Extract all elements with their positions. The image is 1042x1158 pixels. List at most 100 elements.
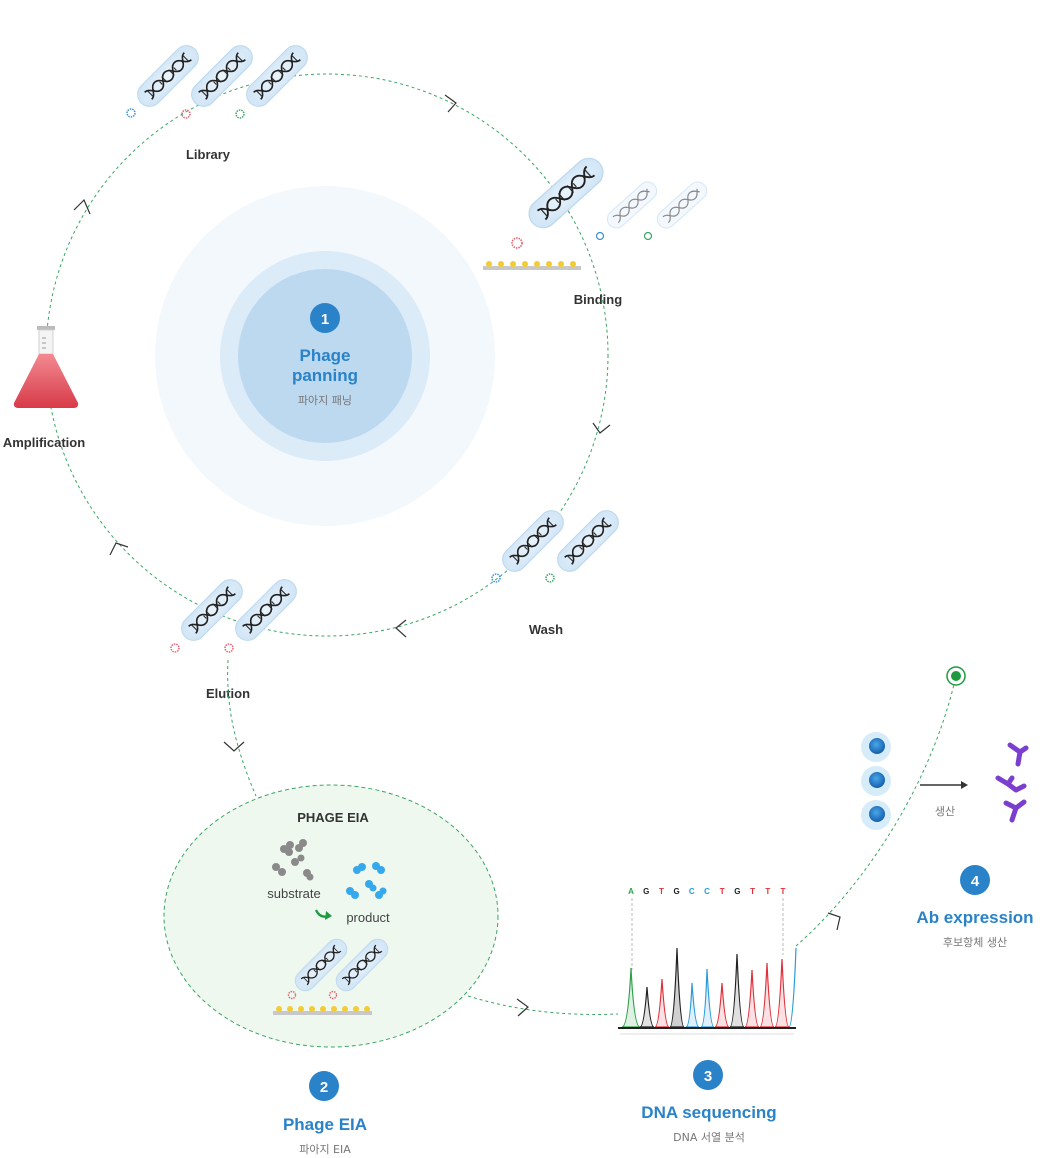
panning-title-line2: panning (292, 366, 358, 385)
substrate-molecules (272, 839, 314, 881)
cell-nucleus-1 (869, 738, 885, 754)
expression-title: Ab expression (916, 908, 1033, 927)
antibody-icon-1 (1007, 742, 1029, 767)
sequence-letter: A (628, 887, 634, 896)
tag-blue (491, 573, 501, 583)
tag-blue (126, 108, 136, 118)
tag-red (170, 643, 180, 653)
endpoint-marker (946, 666, 966, 686)
flask-icon (13, 326, 79, 408)
eia-antigens (276, 1006, 370, 1012)
wash-illustration (491, 504, 625, 583)
sequence-letter: T (765, 887, 770, 896)
tag-blue (595, 231, 605, 241)
antibody-icons (995, 742, 1029, 823)
step-library-label: Library (186, 147, 231, 162)
path-sequencing-to-expression (795, 675, 957, 947)
sequence-letter: T (750, 887, 755, 896)
tag-red (511, 237, 523, 249)
production-arrowhead-icon (961, 781, 968, 789)
peak-a (621, 967, 641, 1028)
cycle-direction-arrows (73, 94, 611, 638)
panning-subtitle: 파아지 패닝 (298, 394, 352, 407)
peak-c (685, 982, 700, 1028)
binding-plate (483, 266, 581, 270)
peak-t4 (759, 962, 775, 1028)
arrow-sequencing-to-expression (827, 912, 841, 931)
sequencing-subtitle: DNA 서열 분석 (673, 1131, 745, 1144)
arrow-wash-to-elution (395, 619, 407, 638)
conversion-arrowhead-icon (325, 911, 332, 920)
production-label: 생산 (935, 805, 955, 818)
eia-title: Phage EIA (283, 1115, 367, 1134)
step-binding-label: Binding (574, 292, 622, 307)
binding-antigens (486, 261, 576, 267)
step-4-number: 4 (971, 873, 980, 890)
binding-phage-faint-1 (603, 177, 661, 233)
panning-title-line1: Phage (299, 346, 350, 365)
substrate-label: substrate (267, 886, 320, 901)
tag-red (224, 643, 234, 653)
binding-phage-bound (522, 151, 610, 235)
sequence-letter: G (673, 887, 679, 896)
arrow-elution-to-amplification (109, 542, 129, 556)
elution-phage-1 (175, 573, 249, 647)
phage-panning-center: 1 Phage panning 파아지 패닝 (155, 186, 495, 526)
product-molecules (346, 862, 387, 899)
cell-nucleus-2 (869, 772, 885, 788)
peak-g3 (729, 953, 745, 1028)
step-elution-label: Elution (206, 686, 250, 701)
sequencing-title: DNA sequencing (641, 1103, 776, 1122)
expression-cells (861, 732, 891, 830)
tag-red (328, 990, 338, 1000)
antibody-icon-3 (1003, 799, 1027, 823)
step-3-badge (693, 1060, 723, 1090)
wash-phage-1 (496, 504, 570, 578)
step-1-badge (310, 303, 340, 333)
step-2-badge (309, 1071, 339, 1101)
arrow-library-to-binding (444, 94, 457, 113)
eia-subtitle: 파아지 EIA (299, 1143, 351, 1156)
elution-illustration (170, 573, 303, 653)
arrow-eia-to-sequencing (516, 998, 529, 1017)
library-phages (126, 39, 314, 119)
library-phage-2 (185, 39, 259, 113)
step-3-number: 3 (704, 1068, 712, 1085)
wash-phage-2 (551, 504, 625, 578)
library-phage-3 (240, 39, 314, 113)
arrow-amplification-to-library (73, 198, 91, 215)
eia-header: PHAGE EIA (297, 810, 369, 825)
panning-inner-circle (238, 269, 412, 443)
step-4-badge (960, 865, 990, 895)
arrow-elution-to-eia (223, 741, 245, 752)
sequence-letter: T (659, 887, 664, 896)
sequence-letter: C (704, 887, 710, 896)
tag-red (181, 109, 191, 119)
sequence-letter: C (689, 887, 695, 896)
sequence-letter: T (781, 887, 786, 896)
binding-phage-faint-2 (653, 177, 711, 233)
peak-t3 (744, 969, 760, 1028)
tag-green (545, 573, 555, 583)
sequence-letter: T (720, 887, 725, 896)
phage-eia-panel: PHAGE EIA substrate product (163, 784, 499, 1048)
tag-green (643, 231, 653, 241)
step-amplification-label: Amplification (3, 435, 85, 450)
peak-tail (788, 947, 797, 1028)
antibody-icon-2 (995, 775, 1027, 793)
peak-g (639, 986, 655, 1028)
peak-t5 (774, 958, 790, 1028)
step-1-number: 1 (321, 311, 329, 328)
tag-red (287, 990, 297, 1000)
library-phage-1 (131, 39, 205, 113)
sequence-letter: G (734, 887, 740, 896)
expression-subtitle: 후보항체 생산 (943, 936, 1007, 949)
step-wash-label: Wash (529, 622, 563, 637)
elution-phage-2 (229, 573, 303, 647)
product-label: product (346, 910, 390, 925)
binding-illustration (483, 151, 711, 270)
tag-green (235, 109, 245, 119)
